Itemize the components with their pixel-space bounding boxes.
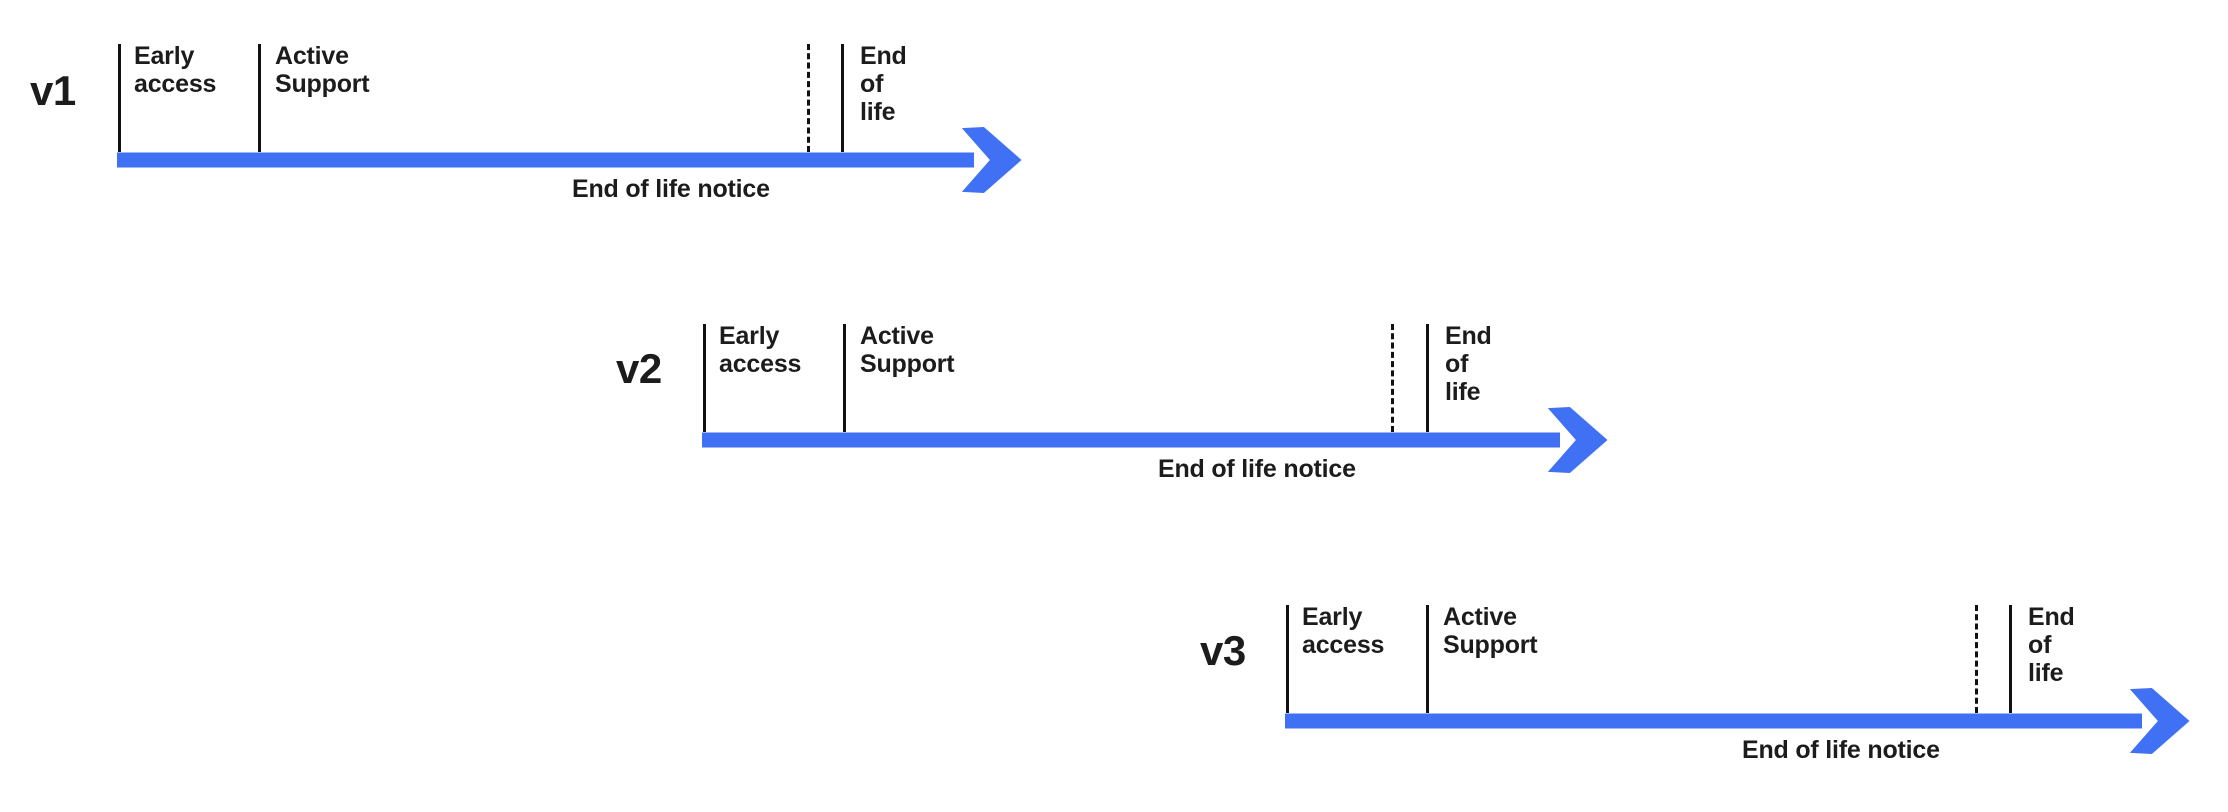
- phase-label-v2-active-support: Active Support: [860, 322, 955, 378]
- version-label-v2: v2: [616, 345, 662, 392]
- phase-label-v3-end-of-life: End of life: [2028, 603, 2075, 687]
- phase-label-v2-early-access: Early access: [719, 322, 802, 378]
- timeline-arrow-v3: [1285, 687, 2190, 754]
- phase-label-v3-early-access: Early access: [1302, 603, 1385, 659]
- notice-label-v2: End of life notice: [1158, 455, 1356, 483]
- timeline-arrowhead-v1: [961, 126, 1022, 193]
- version-label-v1: v1: [30, 67, 76, 114]
- divider-dashed-v2-2: [1391, 324, 1394, 432]
- divider-solid-v3-1: [1426, 605, 1429, 713]
- divider-dashed-v1-2: [807, 44, 810, 152]
- version-label-v3: v3: [1200, 627, 1246, 674]
- timeline-bar-v2: [702, 432, 1560, 447]
- timeline-bar-v3: [1285, 713, 2142, 728]
- phase-label-v1-active-support: Active Support: [275, 42, 370, 98]
- divider-dashed-v3-2: [1975, 605, 1978, 713]
- divider-solid-v1-0: [118, 44, 121, 152]
- divider-solid-v3-0: [1286, 605, 1289, 713]
- timeline-arrowhead-v2: [1547, 406, 1608, 473]
- phase-label-v3-active-support: Active Support: [1443, 603, 1538, 659]
- notice-label-v1: End of life notice: [572, 175, 770, 203]
- divider-solid-v2-0: [703, 324, 706, 432]
- phase-label-v1-early-access: Early access: [134, 42, 217, 98]
- divider-solid-v1-1: [258, 44, 261, 152]
- phase-label-v2-end-of-life: End of life: [1445, 322, 1492, 406]
- timeline-arrowhead-v3: [2129, 687, 2190, 754]
- notice-label-v3: End of life notice: [1742, 736, 1940, 764]
- timeline-arrow-v2: [702, 406, 1608, 473]
- timeline-bar-v1: [117, 152, 974, 167]
- divider-solid-v2-1: [843, 324, 846, 432]
- divider-solid-v2-3: [1426, 324, 1429, 432]
- divider-solid-v3-3: [2009, 605, 2012, 713]
- timeline-arrow-v1: [117, 126, 1022, 193]
- phase-label-v1-end-of-life: End of life: [860, 42, 907, 126]
- divider-solid-v1-3: [841, 44, 844, 152]
